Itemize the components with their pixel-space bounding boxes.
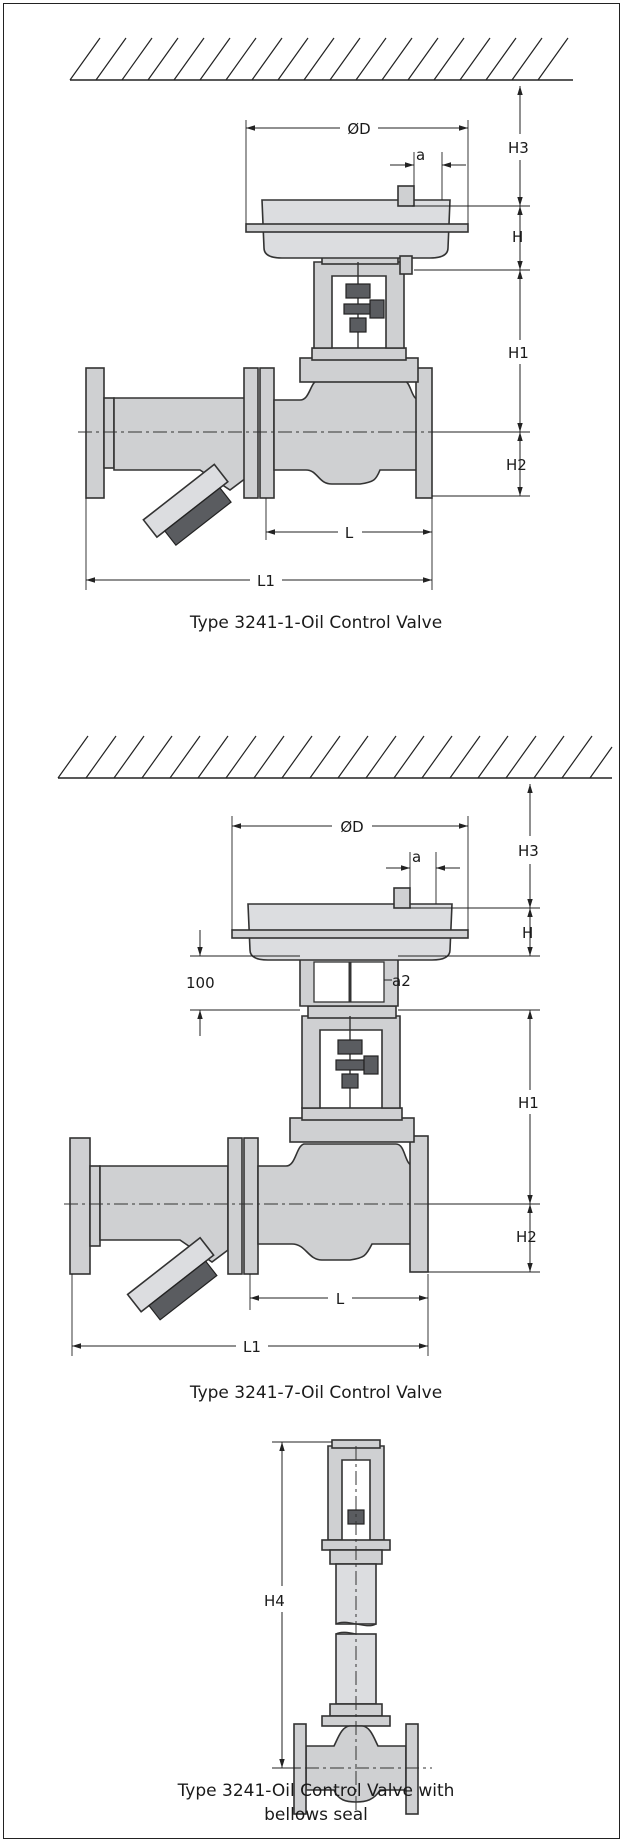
dim-label-a-2: a xyxy=(412,848,421,866)
dim-label-a2: a2 xyxy=(392,972,411,990)
caption-figure-1: Type 3241-1-Oil Control Valve xyxy=(189,613,442,633)
valve-body-3 xyxy=(280,1439,432,1815)
ceiling-hatch-1 xyxy=(69,37,573,81)
caption-figure-3-line2: bellows seal xyxy=(264,1805,368,1825)
dim-label-H: H xyxy=(512,228,523,246)
dim-label-a: a xyxy=(416,146,425,164)
dimensions-3: H4 xyxy=(264,1441,332,1769)
ceiling-hatch-2 xyxy=(57,735,613,779)
dim-label-H2-2: H2 xyxy=(516,1228,537,1246)
valve-body-1 xyxy=(85,185,469,547)
dim-label-100: 100 xyxy=(186,974,215,992)
figure-3: H4 Type 3241-Oil Control Valve with bell… xyxy=(177,1439,455,1825)
dim-label-D: ØD xyxy=(347,120,370,138)
dim-label-L-2: L xyxy=(336,1290,345,1308)
dim-label-H1: H1 xyxy=(508,344,529,362)
dim-label-H1-2: H1 xyxy=(518,1094,539,1112)
dimensions-2: ØD a H3 H H1 H2 xyxy=(71,784,540,1356)
dim-label-L1: L1 xyxy=(257,572,275,590)
drawing-frame xyxy=(3,3,620,1839)
figure-2: ØD a H3 H H1 H2 xyxy=(57,735,613,1403)
dim-label-H3: H3 xyxy=(508,139,529,157)
dim-label-H3-2: H3 xyxy=(518,842,539,860)
caption-figure-3-line1: Type 3241-Oil Control Valve with xyxy=(177,1781,455,1801)
dim-label-D-2: ØD xyxy=(340,818,363,836)
figure-1: ØD a H3 H H1 H2 L xyxy=(69,37,573,633)
dim-label-L: L xyxy=(345,524,354,542)
dim-label-H-2: H xyxy=(522,924,533,942)
caption-figure-2: Type 3241-7-Oil Control Valve xyxy=(189,1383,442,1403)
dimensions-1: ØD a H3 H H1 H2 L xyxy=(85,86,530,590)
dim-label-H4: H4 xyxy=(264,1592,285,1610)
valve-body-2 xyxy=(69,887,469,1321)
dim-label-H2: H2 xyxy=(506,456,527,474)
dim-label-L1-2: L1 xyxy=(243,1338,261,1356)
